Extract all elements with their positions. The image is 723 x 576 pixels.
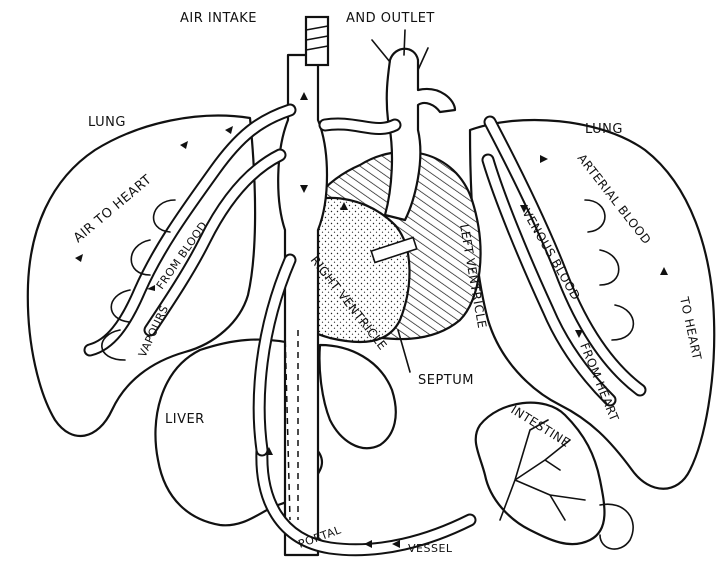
liver-lobe bbox=[319, 345, 395, 448]
label-vessel: VESSEL bbox=[408, 542, 453, 555]
label-liver: LIVER bbox=[165, 412, 205, 427]
label-septum: SEPTUM bbox=[418, 373, 474, 388]
label-lung-left: LUNG bbox=[88, 115, 126, 130]
label-air-intake: AIR INTAKE bbox=[180, 11, 257, 26]
label-and-outlet: AND OUTLET bbox=[346, 11, 435, 26]
air-intake-tube bbox=[306, 17, 328, 65]
label-lung-right: LUNG bbox=[585, 122, 623, 137]
